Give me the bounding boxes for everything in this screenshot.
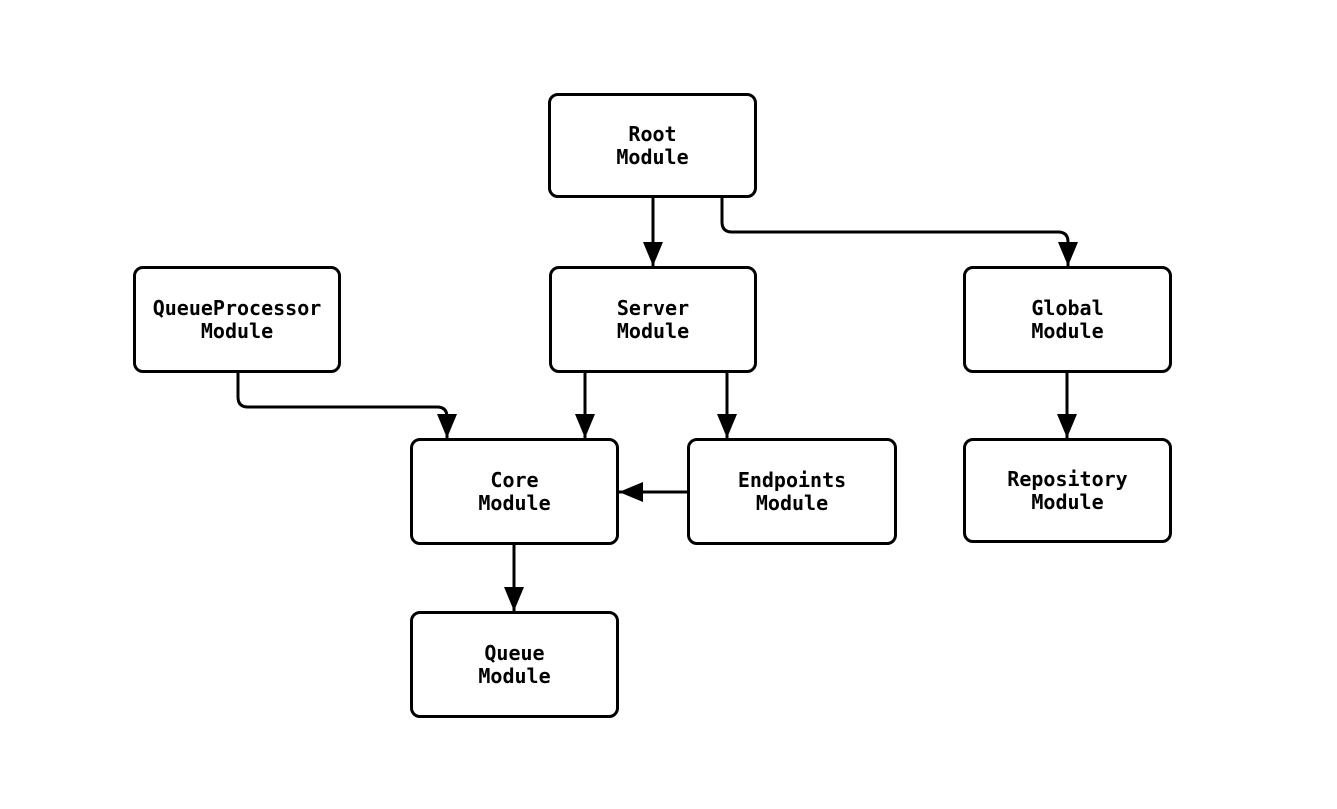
edges-group <box>236 198 1078 611</box>
edge-queueprocessor-to-core <box>236 373 457 438</box>
node-queue-module: Queue Module <box>410 611 619 718</box>
node-server-module: Server Module <box>549 266 757 373</box>
node-core-module: Core Module <box>410 438 619 545</box>
node-repository-module: Repository Module <box>963 438 1172 543</box>
edge-root-to-global <box>720 198 1078 266</box>
node-global-module: Global Module <box>963 266 1172 373</box>
node-root-module: Root Module <box>548 93 757 198</box>
node-endpoints-module: Endpoints Module <box>687 438 897 545</box>
node-queueprocessor-module: QueueProcessor Module <box>133 266 341 373</box>
